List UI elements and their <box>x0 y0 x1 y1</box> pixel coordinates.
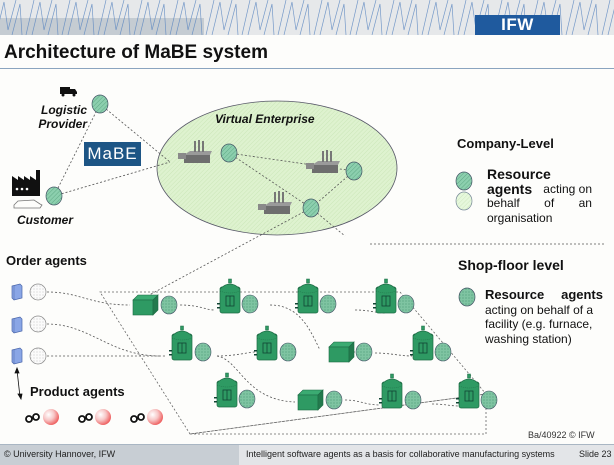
tank-facility-icon <box>372 278 397 314</box>
shop-floor-line2: acting on behalf of a <box>485 302 594 317</box>
box-facility-icon <box>328 341 355 363</box>
banner-stroke <box>421 0 455 35</box>
facility-agent <box>355 342 373 362</box>
customer-agent <box>45 186 63 206</box>
banner-stroke <box>241 0 275 35</box>
order-agent <box>29 315 47 333</box>
enterprise-agent <box>345 161 363 181</box>
product-agent <box>43 409 59 425</box>
slide-number: Slide 23 <box>579 449 612 459</box>
footer: © University Hannover, IFW Intelligent s… <box>0 444 614 465</box>
company-links <box>53 103 355 301</box>
factory-icon <box>12 170 40 196</box>
company-level-tail1: acting on <box>543 181 592 196</box>
truck-icon <box>60 87 77 97</box>
enterprise-agent <box>302 198 320 218</box>
footer-left-panel <box>0 445 239 465</box>
product-agents-label: Product agents <box>30 384 125 399</box>
banner-stroke <box>97 0 131 35</box>
banner-stroke <box>349 0 383 35</box>
banner-stroke <box>61 0 95 35</box>
facility-agent <box>241 294 259 314</box>
banner-stroke <box>277 0 311 35</box>
order-agent <box>29 283 47 301</box>
facility-agent <box>319 294 337 314</box>
gears-icon <box>25 413 40 423</box>
ifw-logo: IFW <box>475 15 560 35</box>
banner-stroke <box>565 0 599 35</box>
header-banner: IFW <box>0 0 614 35</box>
order-agent <box>29 347 47 365</box>
product-agent <box>95 409 111 425</box>
shop-floor-line3: facility (e.g. furnace, <box>485 317 593 331</box>
tank-facility-icon <box>409 325 434 361</box>
order-routes <box>46 291 461 407</box>
footer-copyright: © University Hannover, IFW <box>4 449 116 459</box>
facility-agent <box>404 390 422 410</box>
virtual-enterprise-label: Virtual Enterprise <box>215 112 315 126</box>
facility-agent <box>397 294 415 314</box>
box-facility-icon <box>297 389 324 411</box>
banner-stroke <box>313 0 347 35</box>
logistic-agent <box>91 94 109 114</box>
product-agent <box>147 409 163 425</box>
box-facility-icon <box>132 294 159 316</box>
banner-stroke <box>169 0 203 35</box>
tank-facility-icon <box>294 278 319 314</box>
shop-floor-heading: Shop-floor level <box>458 257 564 273</box>
order-product-arrow <box>14 366 23 401</box>
banner-stroke <box>601 0 614 35</box>
banner-stroke <box>25 0 59 35</box>
gears-icon <box>130 413 145 423</box>
shop-floor-line4: washing station) <box>485 331 572 346</box>
title-divider <box>0 68 614 69</box>
facility-agent <box>480 390 498 410</box>
facility-agent <box>238 389 256 409</box>
tank-facility-icon <box>253 325 278 361</box>
company-level-tail3: organisation <box>487 210 553 225</box>
facility-agent <box>279 342 297 362</box>
banner-stroke <box>205 0 239 35</box>
virtual-enterprise-ellipse <box>156 100 398 236</box>
mabe-logo: MaBE <box>84 142 141 168</box>
company-level-bold-line2: agents <box>487 180 533 197</box>
tank-facility-icon <box>378 373 403 409</box>
tank-facility-icon <box>168 325 193 361</box>
page-title: Architecture of MaBE system <box>4 42 268 63</box>
tank-facility-icon <box>455 373 480 409</box>
gears-icon <box>78 413 93 423</box>
legend-agent-dark <box>455 171 473 191</box>
order-document-icon <box>11 347 23 365</box>
car-icon <box>13 199 43 209</box>
order-agents-label: Order agents <box>6 253 87 268</box>
banner-stroke <box>0 0 23 35</box>
company-level-heading: Company-Level <box>457 136 554 151</box>
facility-agent <box>194 342 212 362</box>
company-level-bold-line1: Resource <box>487 166 551 182</box>
facility-agent <box>325 390 343 410</box>
facility-agent <box>160 295 178 315</box>
legend-shopfloor-agent <box>458 287 476 307</box>
banner-stroke <box>385 0 419 35</box>
reference-code: Ba/40922 © IFW <box>528 430 595 440</box>
order-agents <box>11 283 47 365</box>
enterprise-agent <box>220 143 238 163</box>
footer-presentation-title: Intelligent software agents as a basis f… <box>246 449 555 459</box>
tank-facility-icon <box>216 278 241 314</box>
tank-facility-icon <box>213 372 238 408</box>
customer-label: Customer <box>17 213 74 227</box>
logistic-provider-label: Logistic Provider <box>38 103 88 131</box>
shop-floor-facilities <box>132 278 498 411</box>
banner-stroke <box>133 0 167 35</box>
product-agents <box>25 409 163 425</box>
facility-agent <box>434 342 452 362</box>
order-document-icon <box>11 283 23 301</box>
legend-agent-light <box>455 191 473 211</box>
order-document-icon <box>11 316 23 334</box>
